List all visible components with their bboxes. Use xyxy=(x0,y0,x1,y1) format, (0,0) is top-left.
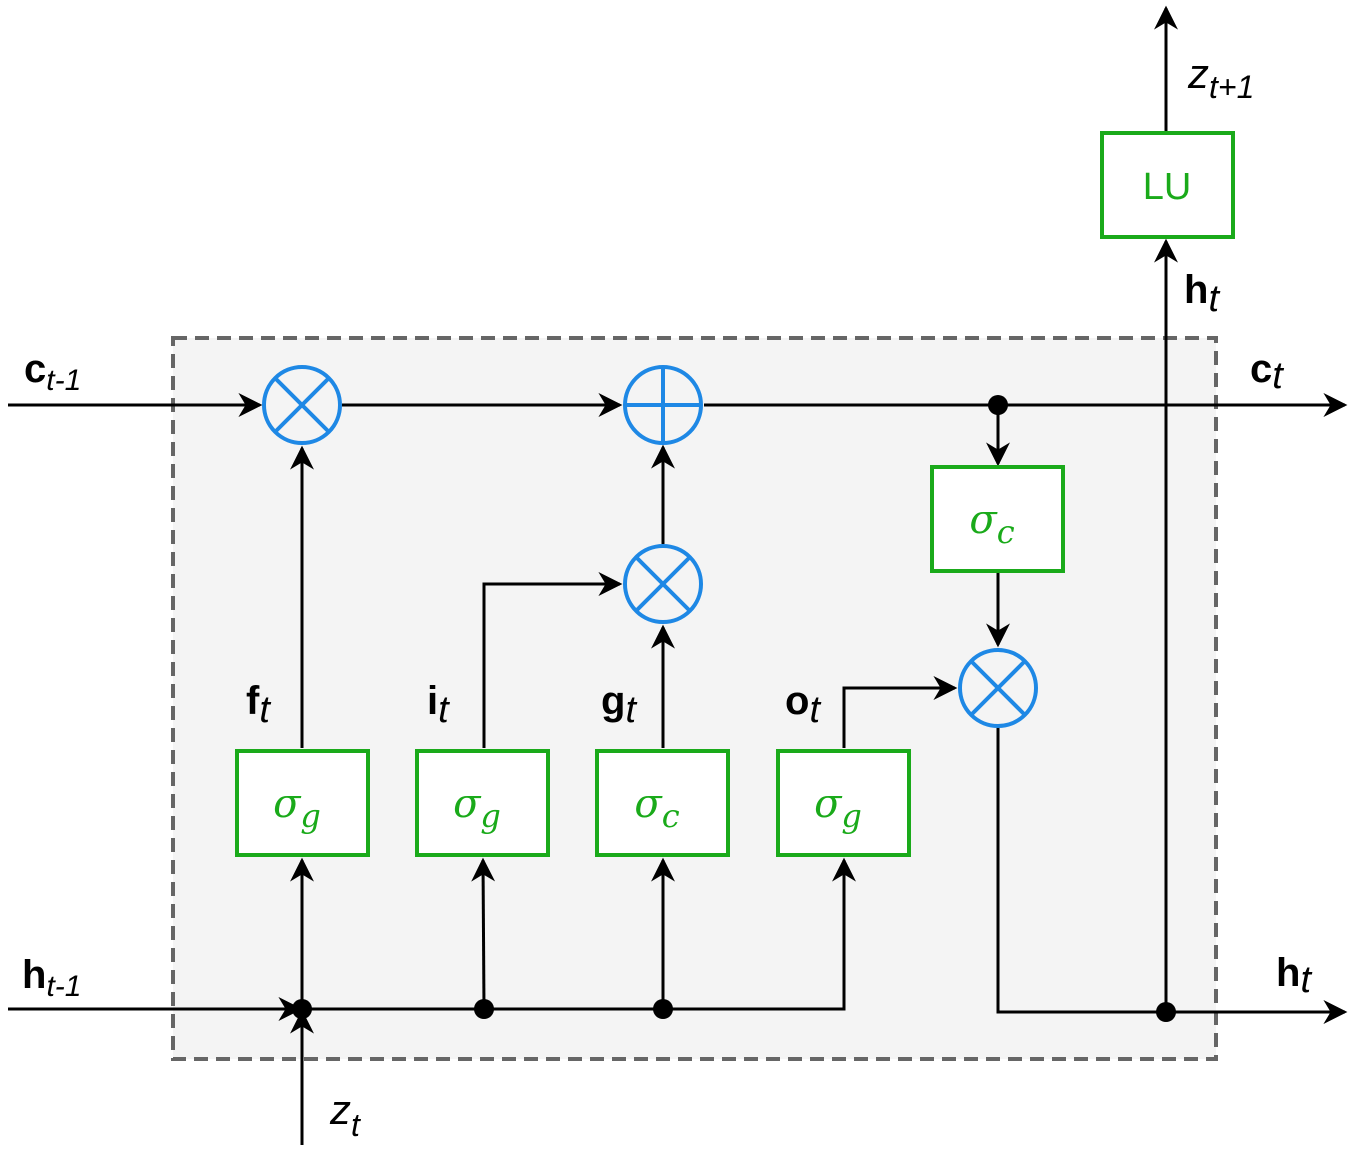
z-in-label: zt xyxy=(329,1086,361,1143)
forget-multiply-operator xyxy=(262,365,342,445)
lu-block: LU xyxy=(1100,131,1235,239)
output-gate-label: ot xyxy=(785,679,821,731)
svg-text:σg: σg xyxy=(814,781,862,835)
c-prev-label: ct-1 xyxy=(24,347,81,397)
cell-activation-sub: c xyxy=(997,513,1015,551)
candidate-multiply-operator xyxy=(623,544,703,624)
output-gate-out-line xyxy=(842,676,958,748)
output-activation-sub: g xyxy=(841,797,861,835)
candidate-activation-sub: c xyxy=(662,797,680,835)
junction-dot xyxy=(653,999,673,1019)
svg-text:σc: σc xyxy=(969,497,1014,551)
svg-text:σc: σc xyxy=(634,781,679,835)
z-out-label: zt+1 xyxy=(1187,50,1254,105)
forget-activation-symbol: σ xyxy=(273,781,302,827)
junction-dot xyxy=(988,395,1008,415)
junctions xyxy=(292,395,1176,1022)
cell-activation-block: σc xyxy=(930,465,1065,573)
forget-gate-block: σg xyxy=(235,749,370,857)
input-activation-symbol: σ xyxy=(453,781,482,827)
input-gate-block: σg xyxy=(415,749,550,857)
add-operator xyxy=(623,365,703,445)
bus-to-input-line xyxy=(471,857,496,1010)
forget-activation-sub: g xyxy=(300,797,320,835)
junction-dot xyxy=(474,999,494,1019)
forget-gate-label: ft xyxy=(246,679,271,731)
svg-text:σg: σg xyxy=(453,781,501,835)
mul-to-h-line xyxy=(996,726,1348,1024)
candidate-activation-symbol: σ xyxy=(634,781,663,827)
input-gate-label: it xyxy=(427,679,450,731)
svg-text:σg: σg xyxy=(273,781,321,835)
lstm-cell-boundary xyxy=(171,336,1218,1061)
candidate-gate-label: gt xyxy=(601,679,637,731)
junction-dot xyxy=(292,999,312,1019)
h-prev-label: ht-1 xyxy=(22,953,81,1003)
c-out-label: ct xyxy=(1250,347,1284,397)
input-activation-sub: g xyxy=(480,797,500,835)
cell-activation-symbol: σ xyxy=(969,497,998,543)
candidate-gate-block: σc xyxy=(595,749,730,857)
output-multiply-operator xyxy=(958,648,1038,728)
junction-dot xyxy=(1156,1002,1176,1022)
h-up-label: ht xyxy=(1184,268,1220,320)
output-activation-symbol: σ xyxy=(814,781,843,827)
h-out-label: ht xyxy=(1276,951,1312,1001)
lu-label: LU xyxy=(1143,166,1192,208)
input-gate-out-line xyxy=(482,572,623,748)
output-gate-block: σg xyxy=(776,749,911,857)
connections xyxy=(8,5,1348,1145)
